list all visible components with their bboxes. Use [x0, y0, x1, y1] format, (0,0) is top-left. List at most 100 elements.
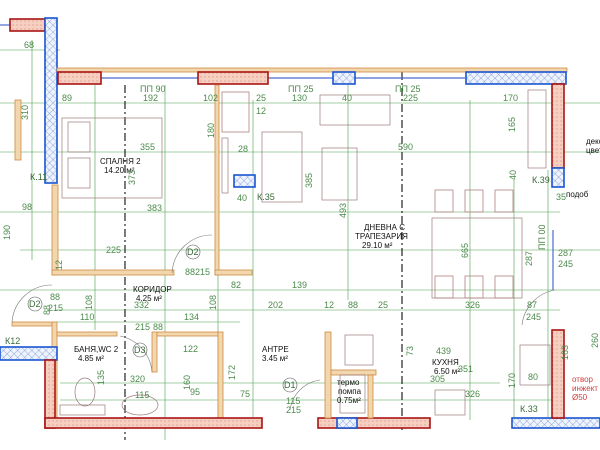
room-name-kitchen: КУХНЯ [432, 358, 459, 367]
label-text: 351 [458, 364, 473, 374]
label-text: 135 [96, 370, 106, 385]
bathtub [59, 404, 106, 416]
plan-mark [282, 377, 298, 393]
label-text: К.35 [257, 192, 275, 202]
stove [344, 334, 374, 366]
plan-mark [57, 71, 102, 85]
label-text: 98 [22, 202, 32, 212]
label-text: 225 [106, 245, 121, 255]
room-area-kitchen: 6.50 м² [434, 367, 460, 376]
plan-mark [332, 71, 356, 85]
label-text: 190 [2, 225, 12, 240]
label-text: 245 [558, 259, 573, 269]
washbasin [121, 394, 159, 416]
label-text: 88 [348, 300, 358, 310]
room-name-heatpump-2: помпа [338, 387, 362, 396]
label-text: 493 [338, 203, 348, 218]
label-text: 87 [527, 300, 537, 310]
plan-mark [156, 331, 220, 337]
plan-mark [151, 331, 158, 373]
label-text: 88 [42, 305, 52, 315]
plan-mark [221, 137, 229, 194]
room-area-living: 29.10 м² [362, 241, 393, 250]
label-text: 122 [183, 344, 198, 354]
plan-mark [56, 331, 118, 337]
label-text: 320 [130, 374, 145, 384]
label-text: декор. [586, 137, 600, 146]
label-text: 305 [430, 374, 445, 384]
room-area-corridor: 4.25 м² [136, 294, 162, 303]
bed [61, 117, 163, 199]
plan-mark [551, 167, 565, 188]
furniture [59, 89, 551, 416]
plan-mark [324, 331, 332, 419]
plan-mark [367, 374, 374, 419]
label-text: 82 [231, 280, 241, 290]
toilet [74, 377, 96, 407]
plan-mark [0, 346, 58, 361]
plan-mark [551, 83, 565, 169]
label-text: 355 [140, 142, 155, 152]
plan-mark [214, 84, 220, 276]
dimension-labels: 68 89 192 102 25 12 130 40 225 170 355 3… [2, 40, 600, 400]
dining-table [431, 217, 523, 299]
room-name-entrance: АНТРЕ [262, 345, 289, 354]
plan-mark [464, 189, 484, 213]
walls [0, 17, 600, 429]
label-text: 192 [143, 93, 158, 103]
plan-mark [197, 71, 269, 85]
label-text: 108 [84, 295, 94, 310]
plan-mark [494, 275, 514, 299]
room-name-corridor: КОРИДОР [133, 285, 172, 294]
label-text: 40 [237, 193, 247, 203]
sink [519, 344, 551, 386]
label-text: 25 [378, 300, 388, 310]
plan-mark [521, 289, 556, 326]
label-text: 215 [135, 322, 150, 332]
plan-mark [51, 269, 175, 276]
label-text: Ø50 [572, 393, 588, 402]
label-text: 215 [286, 405, 301, 415]
plan-mark [527, 89, 547, 169]
label-text: 102 [203, 93, 218, 103]
label-text: D1 [284, 380, 296, 390]
label-text: 180 [206, 123, 216, 138]
label-text: ПП 90 [140, 84, 165, 94]
plan-mark [67, 157, 91, 189]
label-text: 134 [184, 312, 199, 322]
plan-mark [44, 17, 58, 184]
label-text: отвор [572, 375, 594, 384]
window-tags: ПП 90 ПП 25 ПП 25 ПП 00 [140, 84, 547, 250]
plan-mark [317, 417, 431, 429]
label-text: 12 [324, 300, 334, 310]
doors [11, 234, 556, 411]
label-text: 287 [524, 251, 534, 266]
label-text: 139 [292, 280, 307, 290]
label-text: 40 [342, 93, 352, 103]
label-text: 88 [50, 292, 60, 302]
plan-mark [67, 121, 91, 153]
label-text: 326 [465, 300, 480, 310]
room-name-living: ДНЕВНА С [364, 223, 405, 232]
label-text: 170 [503, 93, 518, 103]
plan-mark [464, 275, 484, 299]
label-text: 665 [460, 243, 470, 258]
label-text: 108 [208, 295, 218, 310]
label-text: 28 [238, 144, 248, 154]
label-text: 225 [403, 93, 418, 103]
label-text: 590 [398, 142, 413, 152]
label-text: 373 [127, 170, 137, 185]
label-text: 12 [54, 260, 64, 270]
label-text: 25 [256, 93, 266, 103]
plan-mark [214, 269, 253, 276]
label-text: 215 [195, 267, 210, 277]
room-area-bedroom: 14.20 м² [104, 166, 135, 175]
plan-mark [511, 417, 600, 429]
label-text: 12 [256, 106, 266, 116]
plan-mark [171, 234, 213, 274]
room-name-heatpump: термо [337, 378, 360, 387]
heat-pump [339, 374, 366, 414]
room-name-bedroom: СПАЛНЯ 2 [100, 157, 141, 166]
label-text: 160 [182, 375, 192, 390]
plan-mark [9, 18, 46, 32]
